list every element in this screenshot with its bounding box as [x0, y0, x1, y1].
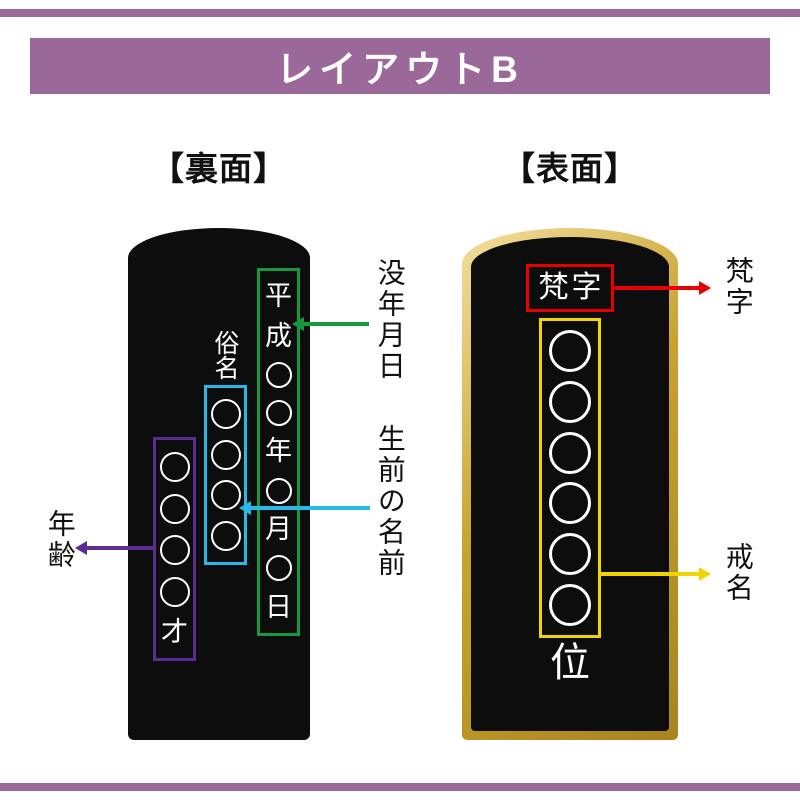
memorial-tablet-front: 梵字 位 [462, 228, 678, 740]
label-age: 年齢 [44, 509, 76, 571]
label-kaimyo: 戒名 [722, 542, 754, 604]
circle-placeholder [549, 380, 591, 423]
back-side-heading: 【裏面】 [151, 150, 287, 187]
rank-character: 位 [550, 640, 590, 686]
label-bonji: 梵字 [722, 256, 754, 318]
tablet-char: 成 [265, 320, 292, 352]
circle-placeholder [549, 533, 591, 576]
circle-placeholder [159, 493, 190, 524]
bonji-box: 梵字 [526, 264, 614, 312]
top-accent-strip [0, 9, 800, 17]
circle-placeholder [210, 398, 241, 429]
bonji-text: 梵字 [538, 270, 605, 305]
tablet-char: 平 [265, 281, 292, 313]
circle-placeholder [549, 584, 591, 627]
zokumyo-label: 俗名 [211, 330, 240, 380]
tablet-char: 日 [265, 591, 292, 623]
secular-name-box [204, 385, 247, 565]
green-arrow-death-date [303, 322, 369, 326]
kaimyo-box [539, 318, 601, 638]
death-date-box: 平成年月日 [257, 268, 300, 636]
circle-placeholder [265, 361, 292, 388]
label-death-date: 没年月日 [374, 258, 406, 382]
circle-placeholder [210, 439, 241, 470]
circle-placeholder [159, 577, 190, 608]
age-box: 才 [153, 437, 196, 661]
red-arrow-bonji [612, 286, 700, 290]
bottom-accent-strip [0, 783, 800, 791]
tablet-front-face: 梵字 位 [471, 237, 669, 731]
circle-placeholder [265, 555, 292, 582]
yellow-arrow-kaimyo [600, 572, 700, 576]
purple-arrow-age [86, 546, 154, 550]
front-side-heading: 【表面】 [502, 150, 638, 187]
title-banner: レイアウトB [30, 38, 770, 94]
circle-placeholder [159, 535, 190, 566]
circle-placeholder [549, 329, 591, 372]
tablet-char: 才 [161, 617, 188, 649]
tablet-char: 年 [265, 436, 292, 468]
circle-placeholder [159, 451, 190, 482]
memorial-tablet-back: 平成年月日 俗名 才 [128, 228, 310, 740]
tablet-char: 月 [265, 514, 292, 546]
circle-placeholder [210, 480, 241, 511]
page-title: レイアウトB [276, 49, 524, 90]
circle-placeholder [210, 521, 241, 552]
label-lifetime-name: 生前の名前 [374, 424, 406, 579]
circle-placeholder [265, 400, 292, 427]
circle-placeholder [549, 431, 591, 474]
cyan-arrow-lifetime-name [250, 506, 370, 510]
circle-placeholder [549, 482, 591, 525]
circle-placeholder [265, 477, 292, 504]
